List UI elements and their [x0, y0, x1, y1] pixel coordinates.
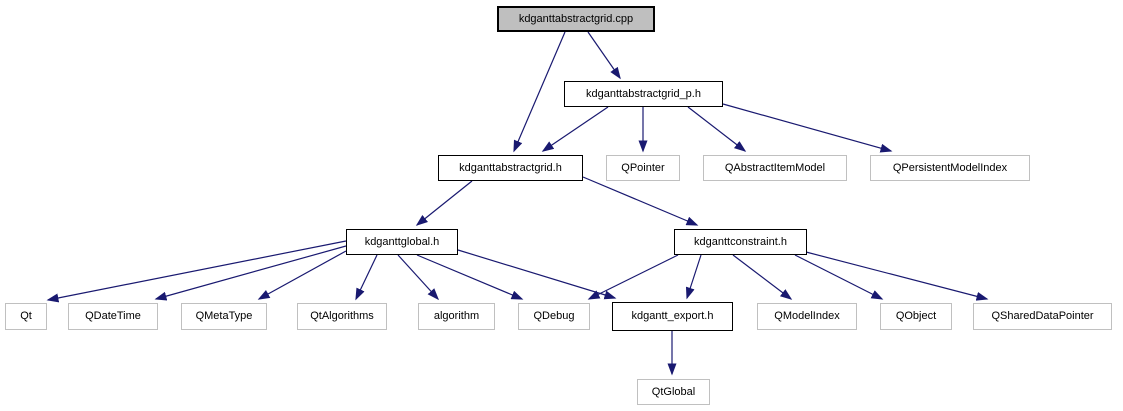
edge-abstractgrid-p-h-to-abstractgrid-h [541, 106, 609, 152]
edge-cpp-to-abstractgrid-p-h [587, 31, 621, 80]
edge-kdganttconstraint-h-to-qdebug [587, 254, 679, 300]
edge-kdganttglobal-h-to-algorithm [397, 254, 440, 301]
edge-kdganttconstraint-h-to-qobject [794, 254, 884, 300]
node-qshareddatapointer: QSharedDataPointer [973, 303, 1112, 330]
node-qtalgorithms: QtAlgorithms [297, 303, 387, 330]
node-qmodelindex: QModelIndex [757, 303, 857, 330]
node-kdgantt-export-h[interactable]: kdgantt_export.h [612, 302, 733, 331]
node-kdganttabstractgrid-cpp: kdganttabstractgrid.cpp [497, 6, 655, 32]
edge-abstractgrid-h-to-kdganttconstraint-h [582, 176, 699, 226]
node-qmetatype: QMetaType [181, 303, 267, 330]
edge-abstractgrid-p-h-to-qpersistentmodelindex [722, 103, 893, 153]
node-kdganttabstractgrid-p-h[interactable]: kdganttabstractgrid_p.h [564, 81, 723, 107]
edge-kdganttglobal-h-to-kdgantt-export-h [457, 249, 617, 300]
node-algorithm: algorithm [418, 303, 495, 330]
edge-kdganttglobal-h-to-qt [46, 240, 347, 303]
node-kdganttglobal-h[interactable]: kdganttglobal.h [346, 229, 458, 255]
node-qobject: QObject [880, 303, 952, 330]
node-qpointer: QPointer [606, 155, 680, 181]
edge-abstractgrid-p-h-to-qabstractitemmodel [687, 106, 747, 152]
node-qtglobal: QtGlobal [637, 379, 710, 405]
edge-kdganttglobal-h-to-qdebug [416, 254, 524, 300]
edge-kdganttglobal-h-to-qdatetime [154, 245, 347, 301]
node-kdganttabstractgrid-h[interactable]: kdganttabstractgrid.h [438, 155, 583, 181]
node-qdebug: QDebug [518, 303, 590, 330]
edge-cpp-to-abstractgrid-h [513, 31, 566, 153]
edge-kdganttglobal-h-to-qtalgorithms [355, 254, 378, 301]
node-qabstractitemmodel: QAbstractItemModel [703, 155, 847, 181]
node-qt: Qt [5, 303, 47, 330]
edge-abstractgrid-h-to-kdganttglobal-h [415, 180, 473, 226]
node-qdatetime: QDateTime [68, 303, 158, 330]
edge-kdganttconstraint-h-to-qshareddatapointer [805, 251, 989, 301]
edge-kdganttconstraint-h-to-qmodelindex [732, 254, 793, 300]
edge-kdganttconstraint-h-to-kdgantt-export-h [685, 254, 702, 300]
edge-kdganttglobal-h-to-qmetatype [257, 250, 347, 300]
node-qpersistentmodelindex: QPersistentModelIndex [870, 155, 1030, 181]
node-kdganttconstraint-h[interactable]: kdganttconstraint.h [674, 229, 807, 255]
